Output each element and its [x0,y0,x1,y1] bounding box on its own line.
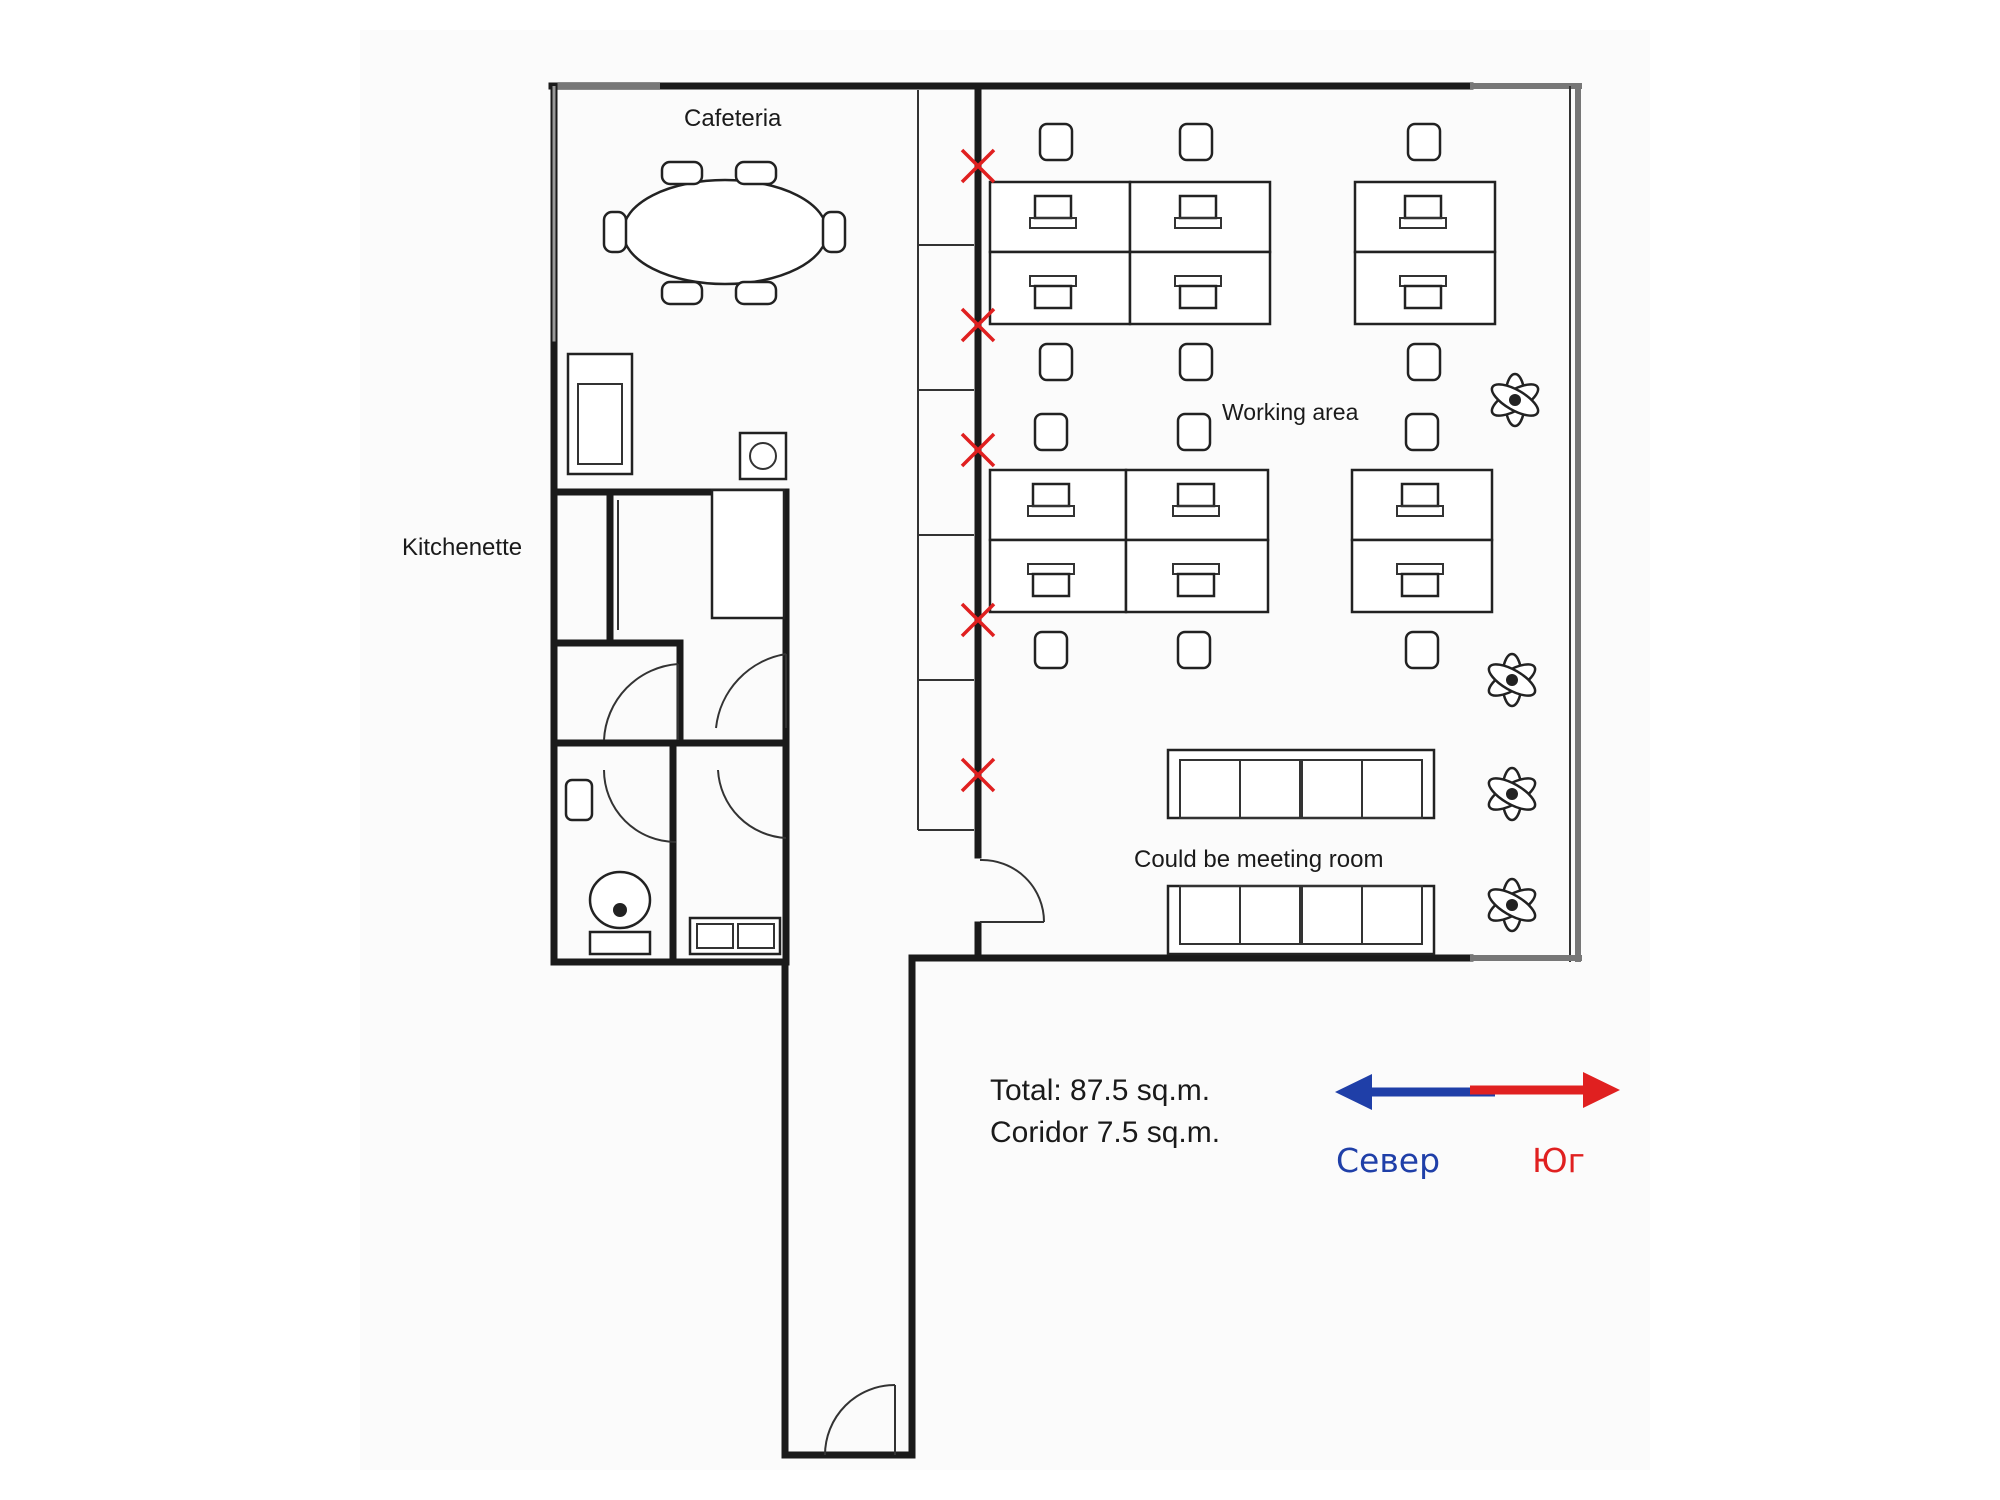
office-chair [1176,630,1212,670]
computer-icon [1027,563,1075,598]
door-arc-entrance [824,1384,896,1456]
plant-icon [1490,372,1540,428]
computer-icon [1174,275,1222,310]
room-label-kitchenette: Kitchenette [402,534,522,561]
total-area: Total: 87.5 sq.m. [990,1074,1210,1107]
computers [1027,194,1447,598]
room-label-working-area: Working area [1222,399,1359,425]
sink-basin [738,431,788,481]
toilet-drain [613,903,627,917]
office-chair [1406,122,1442,162]
office-chair [1033,630,1069,670]
dining-chair [660,280,704,306]
compass-label-north: Север [1336,1141,1440,1180]
room-label-cafeteria: Cafeteria [684,105,782,132]
wash-basin [564,778,594,822]
office-chair [1178,122,1214,162]
x-marker-icon [960,148,996,184]
office-chairs [1033,122,1442,670]
office-chair [1404,412,1440,452]
computer-icon [1399,194,1447,229]
drain [749,442,777,470]
computer-icon [1029,194,1077,229]
office-chair [1404,630,1440,670]
kitchenette-furniture [566,352,788,630]
computer-icon [1172,563,1220,598]
dining-chair [602,210,628,254]
fridge-inner [577,383,623,465]
office-chair [1178,342,1214,382]
x-marker-icon [960,602,996,638]
computer-icon [1029,275,1077,310]
x-marker-icon [960,432,996,468]
dining-table [621,178,829,286]
sink-bowl [737,923,775,949]
door-arc-toilet [603,769,677,843]
dining-chair [734,160,778,186]
computer-icon [1396,563,1444,598]
office-chair [1176,412,1212,452]
sofa [1166,748,1436,820]
bathroom-fixtures [564,778,782,956]
dining-chairs [602,160,847,306]
computer-icon [1027,482,1075,517]
sink-bowl [696,923,734,949]
demolition-markers [960,148,996,793]
kitchen-counter [710,488,786,620]
office-chair [1038,122,1074,162]
sofas [1166,748,1436,956]
room-label-meeting-room: Could be meeting room [1134,846,1383,873]
dining-chair [734,280,778,306]
doors [603,653,1045,1456]
compass [1335,1072,1620,1110]
computer-icon [1396,482,1444,517]
office-chair [1038,342,1074,382]
desk-cluster [1353,180,1497,326]
dining-chair [821,210,847,254]
desk [1353,250,1497,326]
cafeteria-furniture [602,160,847,306]
toilet-bowl [588,870,652,930]
dining-chair [660,160,704,186]
plant-icon [1487,877,1537,933]
x-marker-icon [960,757,996,793]
computer-icon [1399,275,1447,310]
office-chair [1406,342,1442,382]
north-arrow-head [1335,1074,1372,1110]
corridor-area: Coridor 7.5 sq.m. [990,1116,1220,1149]
computer-icon [1172,482,1220,517]
door-arc-bath [717,769,787,839]
plant-icon [1487,652,1537,708]
plants [1487,372,1540,933]
desk-cluster [988,180,1272,326]
desk-cluster [988,468,1270,614]
computer-icon [1174,194,1222,229]
door-arc-shower [715,653,787,729]
x-marker-icon [960,307,996,343]
office-chair [1033,412,1069,452]
door-arc-wc [603,663,679,741]
compass-label-south: Юг [1532,1141,1585,1180]
toilet-tank [588,930,652,956]
plant-icon [1487,766,1537,822]
walls [548,82,1582,1459]
south-arrow-head [1583,1072,1620,1108]
door-arc-working-area [979,858,1045,923]
sofa [1166,884,1436,956]
